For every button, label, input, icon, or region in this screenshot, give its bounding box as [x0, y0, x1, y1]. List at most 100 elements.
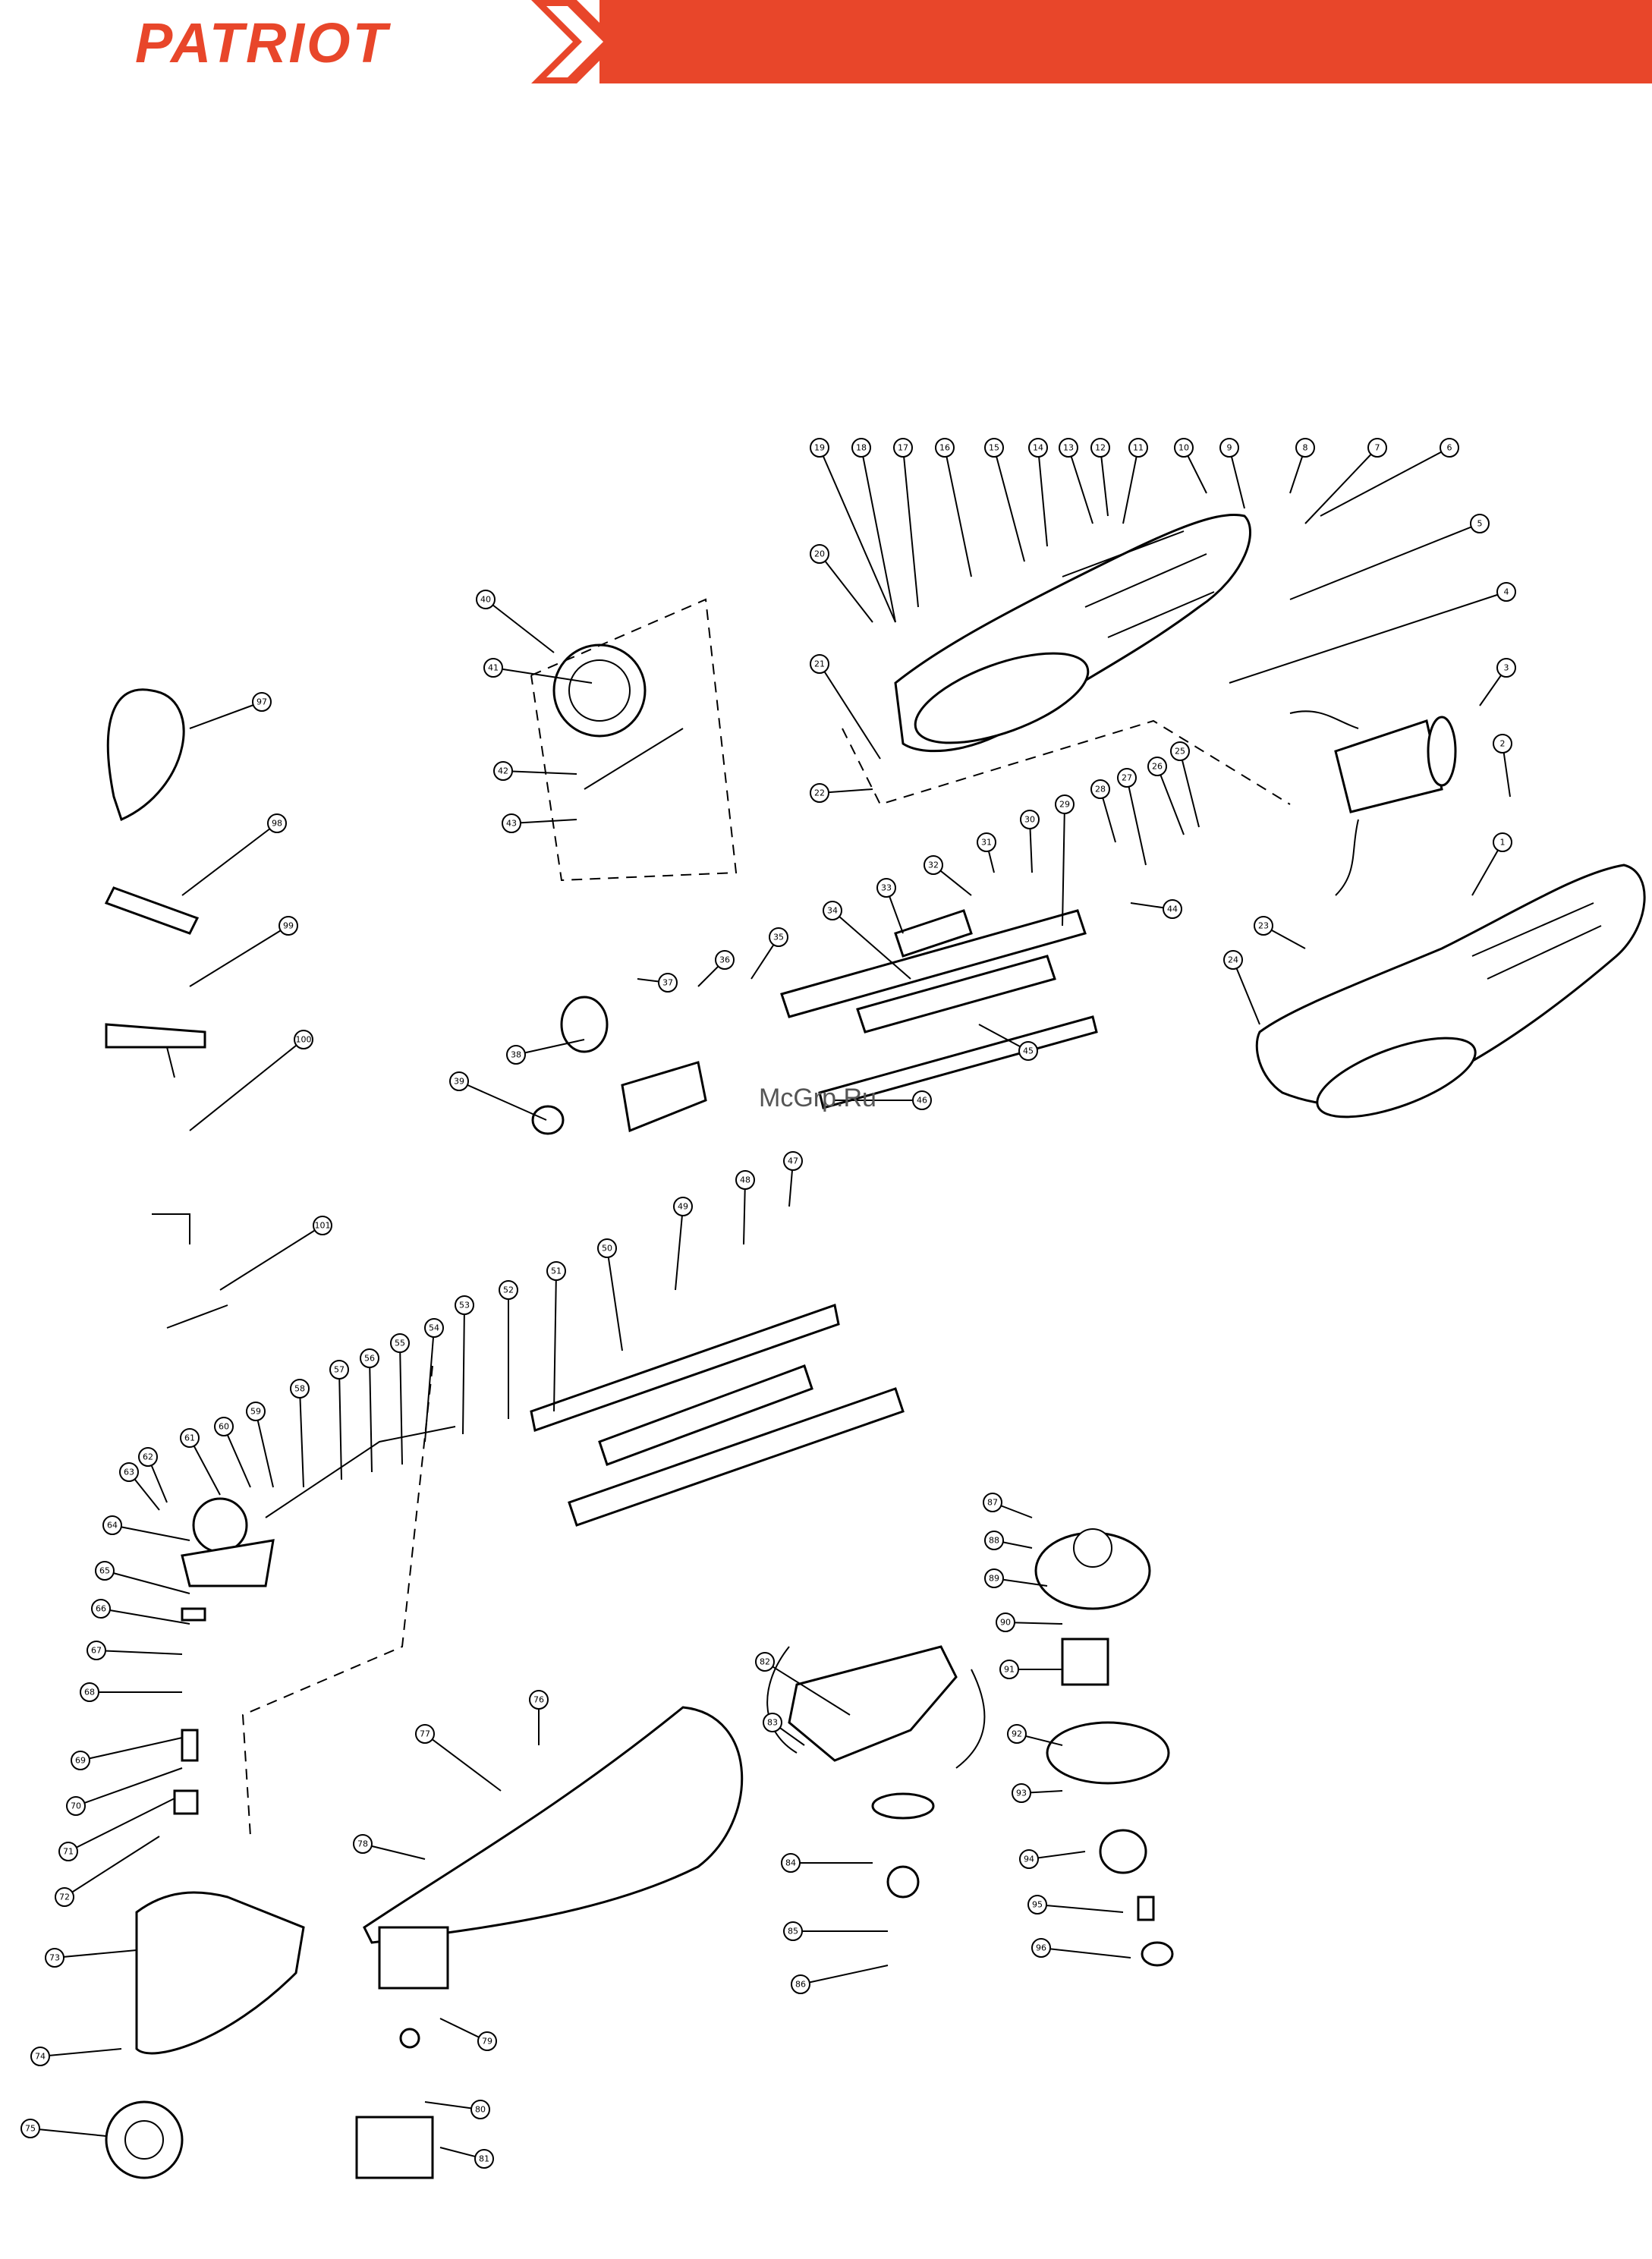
svg-text:30: 30 — [1024, 815, 1035, 825]
svg-text:2: 2 — [1500, 739, 1506, 749]
svg-text:88: 88 — [989, 1536, 999, 1546]
part-label-2: 2 — [1493, 734, 1512, 754]
upper-handle-housing — [894, 514, 1251, 753]
part-label-12: 12 — [1090, 438, 1110, 458]
leader-line-55 — [399, 1342, 403, 1465]
svg-text:66: 66 — [96, 1604, 106, 1614]
svg-text:53: 53 — [459, 1301, 470, 1310]
trimmer-head — [1034, 1528, 1174, 1967]
part-label-63: 63 — [119, 1462, 139, 1482]
leader-line-99 — [189, 925, 289, 987]
svg-text:40: 40 — [480, 595, 491, 605]
part-label-21: 21 — [810, 654, 829, 674]
part-label-8: 8 — [1295, 438, 1315, 458]
part-label-18: 18 — [851, 438, 871, 458]
svg-text:19: 19 — [814, 443, 825, 453]
leader-line-49 — [675, 1206, 684, 1291]
part-label-99: 99 — [278, 916, 298, 936]
part-label-25: 25 — [1170, 741, 1190, 761]
part-label-61: 61 — [180, 1428, 200, 1448]
part-label-15: 15 — [984, 438, 1004, 458]
leader-line-97 — [189, 701, 263, 729]
svg-text:100: 100 — [296, 1035, 312, 1045]
leader-line-72 — [64, 1836, 160, 1898]
leader-line-38 — [515, 1039, 585, 1056]
part-label-33: 33 — [876, 878, 896, 898]
part-label-20: 20 — [810, 544, 829, 564]
leader-line-69 — [80, 1737, 183, 1761]
svg-text:95: 95 — [1032, 1900, 1043, 1910]
svg-text:69: 69 — [75, 1756, 86, 1766]
svg-text:12: 12 — [1095, 443, 1106, 453]
svg-text:47: 47 — [788, 1156, 798, 1166]
part-label-40: 40 — [476, 590, 496, 609]
svg-text:80: 80 — [475, 2105, 486, 2115]
leader-line-60 — [223, 1426, 251, 1488]
leader-line-24 — [1232, 959, 1260, 1025]
part-label-6: 6 — [1440, 438, 1459, 458]
leader-line-16 — [944, 447, 972, 577]
svg-text:21: 21 — [814, 659, 825, 669]
part-label-47: 47 — [783, 1151, 803, 1171]
svg-text:52: 52 — [503, 1285, 514, 1295]
svg-text:36: 36 — [719, 955, 730, 965]
part-label-42: 42 — [493, 761, 513, 781]
svg-text:101: 101 — [315, 1221, 331, 1231]
part-label-65: 65 — [95, 1561, 115, 1581]
svg-text:39: 39 — [454, 1077, 464, 1087]
part-label-35: 35 — [769, 927, 788, 947]
svg-text:72: 72 — [59, 1892, 70, 1902]
svg-text:86: 86 — [795, 1980, 806, 1990]
svg-text:84: 84 — [785, 1858, 796, 1868]
leader-line-48 — [743, 1179, 746, 1245]
part-label-5: 5 — [1470, 514, 1490, 533]
part-label-3: 3 — [1496, 658, 1516, 678]
part-label-89: 89 — [984, 1568, 1004, 1588]
part-label-44: 44 — [1163, 899, 1182, 919]
part-label-1: 1 — [1493, 832, 1512, 852]
part-label-16: 16 — [935, 438, 955, 458]
part-label-80: 80 — [470, 2100, 490, 2119]
leader-line-51 — [553, 1270, 557, 1412]
leader-line-13 — [1068, 447, 1093, 524]
svg-text:70: 70 — [71, 1801, 81, 1811]
svg-text:15: 15 — [989, 443, 999, 453]
svg-text:8: 8 — [1303, 443, 1308, 453]
part-label-94: 94 — [1019, 1849, 1039, 1869]
header-bar — [531, 0, 1652, 83]
leader-line-34 — [832, 910, 911, 980]
part-label-41: 41 — [483, 658, 503, 678]
svg-text:97: 97 — [256, 697, 267, 707]
svg-text:10: 10 — [1178, 443, 1189, 453]
leader-line-29 — [1062, 804, 1065, 927]
part-label-29: 29 — [1055, 794, 1075, 814]
leader-line-70 — [75, 1767, 183, 1807]
leader-line-65 — [104, 1570, 190, 1594]
svg-text:28: 28 — [1095, 785, 1106, 794]
leader-line-43 — [511, 819, 577, 824]
svg-text:33: 33 — [881, 883, 892, 893]
part-label-59: 59 — [246, 1402, 266, 1421]
part-label-49: 49 — [673, 1197, 693, 1216]
leader-line-77 — [424, 1733, 502, 1792]
leader-line-26 — [1156, 766, 1185, 835]
motor-assembly — [1289, 710, 1457, 896]
part-label-43: 43 — [502, 813, 521, 833]
part-label-77: 77 — [415, 1724, 435, 1744]
leader-line-42 — [502, 770, 577, 775]
part-label-50: 50 — [597, 1238, 617, 1258]
lower-motor-housing — [1255, 864, 1646, 1118]
svg-text:71: 71 — [63, 1847, 74, 1857]
svg-text:46: 46 — [917, 1096, 927, 1106]
svg-text:13: 13 — [1063, 443, 1074, 453]
svg-text:57: 57 — [334, 1365, 345, 1375]
part-label-81: 81 — [474, 2149, 494, 2169]
svg-text:77: 77 — [420, 1729, 430, 1739]
svg-text:64: 64 — [107, 1521, 118, 1531]
leader-line-12 — [1100, 447, 1109, 517]
svg-text:34: 34 — [827, 906, 838, 916]
svg-text:78: 78 — [357, 1839, 368, 1849]
leader-line-67 — [96, 1650, 183, 1655]
svg-text:24: 24 — [1228, 955, 1238, 965]
part-label-54: 54 — [424, 1318, 444, 1338]
